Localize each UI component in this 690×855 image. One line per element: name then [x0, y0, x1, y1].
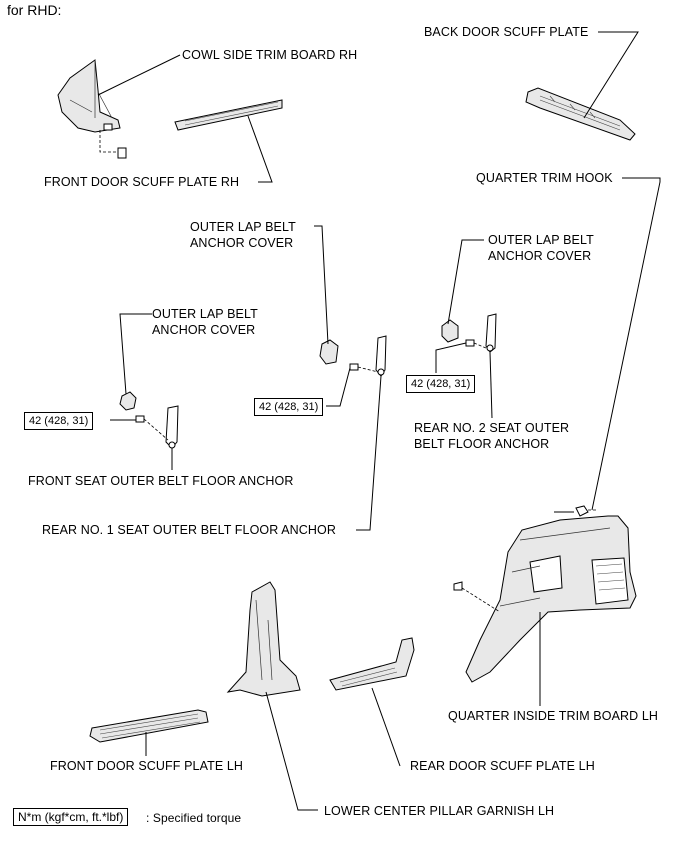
leader-cover-center: [314, 225, 329, 345]
rear-no2-seat-belt-anchor-part: [485, 313, 497, 353]
label-anchor-cover-right: OUTER LAP BELT ANCHOR COVER: [488, 233, 594, 263]
front-door-scuff-plate-lh-part: [89, 709, 209, 743]
anchor-cover-right-part: [441, 319, 459, 343]
leader-pillar: [265, 691, 318, 811]
clip-part: [117, 147, 127, 159]
label-front-door-scuff-plate-rh: FRONT DOOR SCUFF PLATE RH: [44, 175, 240, 189]
label-rear-no2-seat-outer-belt-floor-anchor: REAR NO. 2 SEAT OUTER BELT FLOOR ANCHOR: [414, 421, 570, 451]
rear-no1-seat-belt-anchor-part: [375, 335, 387, 377]
back-door-scuff-plate-part: [525, 87, 636, 141]
quarter-trim-hook-part: [575, 505, 589, 517]
bolt-center-part: [349, 363, 359, 371]
leader-rear-no1: [356, 375, 382, 531]
label-rear-door-scuff-plate-lh: REAR DOOR SCUFF PLATE LH: [410, 759, 595, 773]
leader-rear-lh: [371, 687, 401, 767]
leader-torque-center: [326, 367, 351, 407]
label-cowl-side-trim-board-rh: COWL SIDE TRIM BOARD RH: [182, 48, 358, 62]
leader-back-door: [583, 31, 639, 119]
bolt-right-part: [465, 339, 475, 347]
rear-door-scuff-plate-lh-part: [329, 637, 415, 691]
lower-center-pillar-garnish-lh-part: [226, 581, 301, 697]
anchor-cover-center-part: [319, 339, 339, 365]
leader-torque-right: [435, 342, 467, 373]
label-quarter-inside-trim-board-lh: QUARTER INSIDE TRIM BOARD LH: [448, 709, 659, 723]
front-door-scuff-plate-rh-part: [174, 99, 283, 131]
torque-box-center: 42 (428, 31): [254, 398, 324, 416]
torque-box-right: 42 (428, 31): [406, 375, 476, 393]
quarter-inside-trim-board-lh-part: [465, 515, 637, 683]
leader-quarter-hook: [591, 177, 661, 511]
leader-front-rh: [247, 115, 273, 183]
torque-box-left: 42 (428, 31): [24, 412, 94, 430]
anchor-cover-left-part: [119, 391, 137, 411]
label-anchor-cover-center: OUTER LAP BELT ANCHOR COVER: [190, 220, 296, 250]
front-seat-belt-anchor-part: [165, 405, 179, 449]
label-anchor-cover-left: OUTER LAP BELT ANCHOR COVER: [152, 307, 258, 337]
bolt-left-part: [135, 415, 145, 423]
legend-description: : Specified torque: [146, 811, 242, 825]
label-back-door-scuff-plate: BACK DOOR SCUFF PLATE: [424, 25, 589, 39]
label-front-door-scuff-plate-lh: FRONT DOOR SCUFF PLATE LH: [50, 759, 244, 773]
clip-quarter-part: [453, 581, 463, 591]
leader-cover-right: [447, 239, 484, 325]
leader-rear-no2: [489, 351, 493, 419]
leader-cowl: [97, 54, 181, 96]
label-front-seat-outer-belt-floor-anchor: FRONT SEAT OUTER BELT FLOOR ANCHOR: [28, 474, 294, 488]
label-rear-no1-seat-outer-belt-floor-anchor: REAR NO. 1 SEAT OUTER BELT FLOOR ANCHOR: [42, 523, 337, 537]
cowl-side-trim-board-rh-part: [57, 59, 121, 133]
leader-cover-left: [119, 313, 152, 395]
label-quarter-trim-hook: QUARTER TRIM HOOK: [476, 171, 613, 185]
diagram-heading: for RHD:: [7, 2, 62, 18]
label-lower-center-pillar-garnish-lh: LOWER CENTER PILLAR GARNISH LH: [324, 804, 555, 818]
legend-torque-box: N*m (kgf*cm, ft.*lbf): [13, 808, 129, 826]
